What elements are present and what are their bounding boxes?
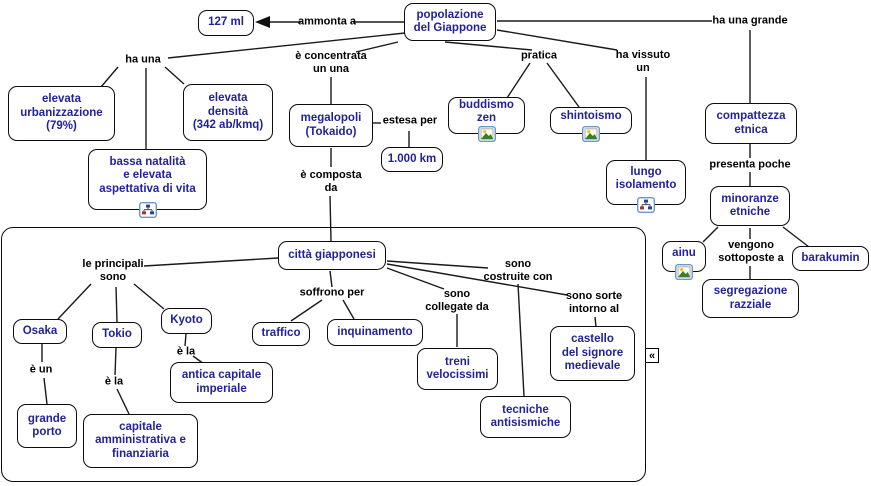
node-compattezza-etnica[interactable]: compattezza etnica [705,103,797,144]
link-label-e-la-kyoto[interactable]: è la [176,345,196,358]
node-popolazione-del-giappone[interactable]: popolazione del Giappone [404,3,496,41]
node-1000-km[interactable]: 1.000 km [381,147,443,172]
link-label-sono-collegate-da[interactable]: sono collegate da [425,287,489,313]
link-label-e-composta-da[interactable]: è composta da [300,168,362,194]
link-label-e-un[interactable]: è un [29,363,53,376]
node-kyoto[interactable]: Kyoto [161,308,212,334]
link-label-presenta-poche[interactable]: presenta poche [709,158,791,171]
node-osaka[interactable]: Osaka [13,319,67,344]
node-label: buddismo zen [459,98,514,124]
node-label: ainu [672,247,696,260]
node-antica-capitale-imperiale[interactable]: antica capitale imperiale [170,362,273,403]
node-buddismo-zen[interactable]: buddismo zen [448,97,525,143]
link-label-le-principali-sono[interactable]: le principali sono [82,257,144,283]
node-label: shintoismo [560,110,622,123]
node-castello-signore-medievale[interactable]: castello del signore medievale [550,326,635,381]
node-traffico[interactable]: traffico [252,322,310,346]
node-label: lungo isolamento [615,165,677,191]
collapse-group-icon[interactable]: « [645,348,659,363]
arrowhead-ammonta-a [255,16,270,28]
node-tecniche-antisismiche[interactable]: tecniche antisismiche [480,396,571,438]
node-capitale-amministrativa[interactable]: capitale amministrativa e finanziaria [83,414,198,468]
link-label-estesa-per[interactable]: estesa per [382,114,438,127]
link-label-vengono-sottoposte[interactable]: vengono sottoposte a [718,238,784,264]
node-elevata-urbanizzazione[interactable]: elevata urbanizzazione (79%) [8,86,115,141]
link-label-sono-sorte-intorno[interactable]: sono sorte intorno al [565,289,623,315]
node-label: bassa natalità e elevata aspettativa di … [99,155,196,195]
concept-map-icon[interactable] [138,201,157,219]
image-icon[interactable] [674,263,694,281]
node-lungo-isolamento[interactable]: lungo isolamento [606,160,686,214]
link-label-soffrono-per[interactable]: soffrono per [299,286,365,299]
node-127-ml[interactable]: 127 ml [198,10,254,36]
node-tokio[interactable]: Tokio [92,322,142,348]
node-citta-giapponesi[interactable]: città giapponesi [278,241,386,270]
link-label-e-concentrata[interactable]: è concentrata un una [295,49,367,75]
link-label-ha-una[interactable]: ha una [125,53,161,66]
node-ainu[interactable]: ainu [662,241,706,281]
link-label-e-la-tokio[interactable]: è la [104,375,124,388]
node-bassa-natalita[interactable]: bassa natalità e elevata aspettativa di … [88,149,207,219]
image-icon[interactable] [581,125,601,143]
link-label-ha-una-grande[interactable]: ha una grande [712,14,788,27]
link-label-ammonta-a[interactable]: ammonta a [297,15,357,28]
link-label-ha-vissuto-un[interactable]: ha vissuto un [615,48,671,74]
link-label-sono-costruite-con[interactable]: sono costruite con [483,257,553,283]
node-shintoismo[interactable]: shintoismo [550,107,632,143]
concept-map-icon[interactable] [636,196,656,214]
node-elevata-densita[interactable]: elevata densità (342 ab/kmq) [183,84,273,141]
image-icon[interactable] [477,125,496,143]
node-megalopoli-tokaido[interactable]: megalopoli (Tokaido) [289,104,373,147]
node-barakumin[interactable]: barakumin [792,246,869,271]
node-inquinamento[interactable]: inquinamento [327,319,423,346]
node-minoranze-etniche[interactable]: minoranze etniche [710,186,790,226]
node-segregazione-razziale[interactable]: segregazione razziale [702,279,799,318]
node-grande-porto[interactable]: grande porto [17,404,77,448]
node-treni-velocissimi[interactable]: treni velocissimi [417,348,498,390]
link-label-pratica[interactable]: pratica [520,49,558,62]
